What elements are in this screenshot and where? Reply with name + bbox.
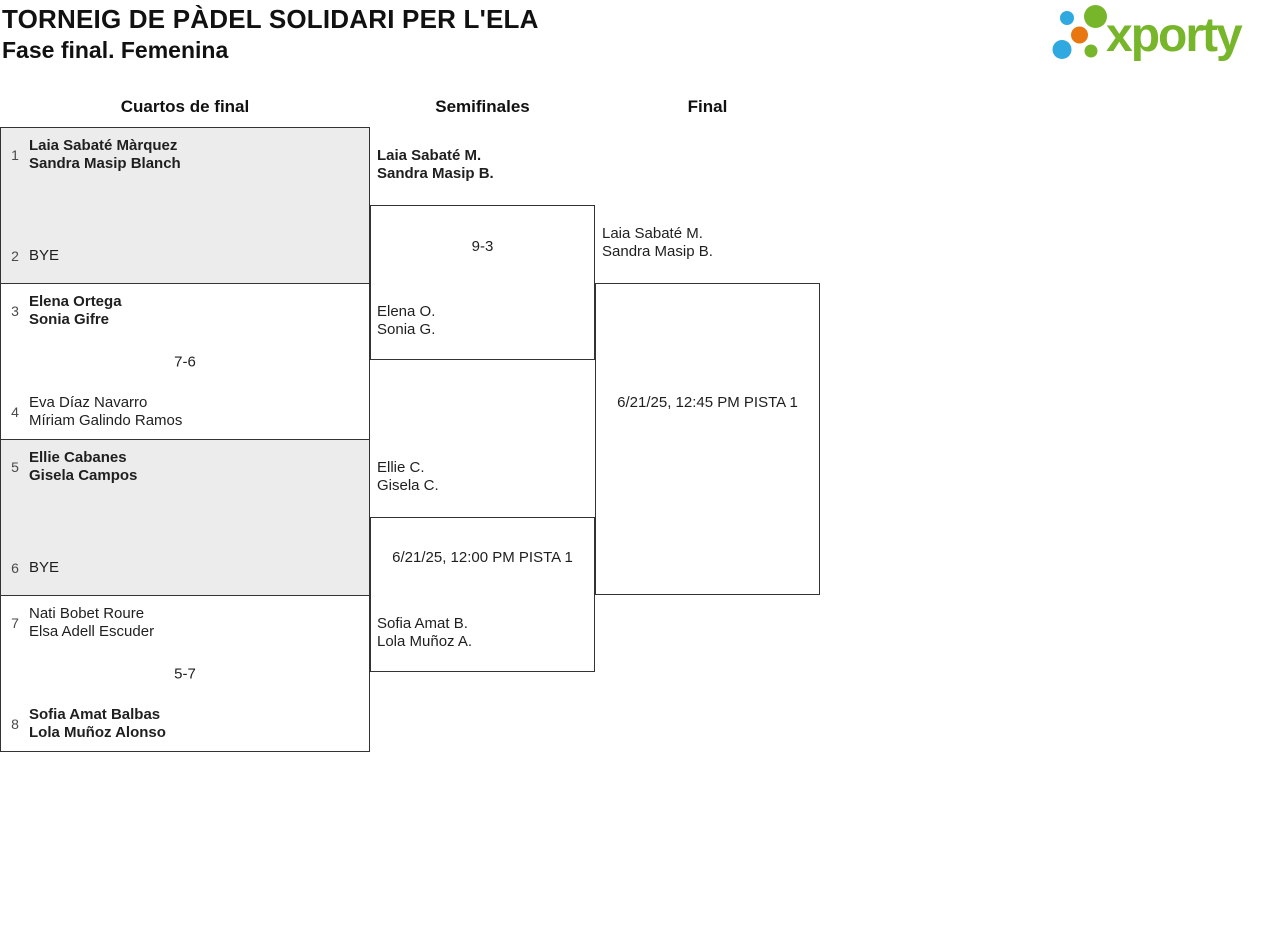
logo-dot-blue-large: [1052, 40, 1072, 59]
bracket-entry-seed-5: 5 Ellie Cabanes Gisela Campos: [5, 449, 137, 485]
player-name: Ellie C.: [377, 459, 425, 476]
xporty-wordmark: xporty: [1106, 9, 1243, 62]
bracket-entry-seed-8: 8 Sofia Amat Balbas Lola Muñoz Alonso: [5, 706, 166, 742]
semifinal2-top-pair: Ellie C. Gisela C.: [377, 459, 439, 495]
quarterfinal-match-3: 5 Ellie Cabanes Gisela Campos 6 BYE: [0, 439, 370, 595]
player-name: Sonia Gifre: [29, 311, 110, 328]
player-name: BYE: [29, 247, 60, 264]
logo-dot-orange: [1071, 26, 1088, 44]
match-score: 9-3: [471, 238, 494, 255]
player-name: Laia Sabaté M.: [602, 225, 703, 242]
match-score: 7-6: [174, 353, 196, 370]
column-header-final: Final: [687, 97, 728, 116]
seed-number: 8: [11, 716, 19, 732]
seed-number: 2: [11, 248, 19, 264]
bracket-entry-seed-7: 7 Nati Bobet Roure Elsa Adell Escuder: [5, 605, 154, 641]
logo-dot-green-large: [1084, 5, 1107, 28]
bracket-entry-seed-1: 1 Laia Sabaté Màrquez Sandra Masip Blanc…: [5, 137, 181, 173]
seed-number: 1: [11, 147, 19, 163]
player-name: BYE: [29, 559, 60, 576]
bracket-entry-seed-2: 2 BYE: [5, 238, 59, 274]
player-name: Gisela C.: [377, 477, 439, 494]
player-name: Elena Ortega: [29, 293, 122, 310]
seed-number: 5: [11, 459, 19, 475]
player-name: Sandra Masip Blanch: [29, 155, 181, 172]
seed-number: 4: [11, 404, 19, 420]
player-name: Sonia G.: [377, 321, 436, 338]
player-name: Lola Muñoz A.: [377, 633, 473, 650]
player-name: Nati Bobet Roure: [29, 605, 145, 622]
quarterfinal-match-2: 3 Elena Ortega Sonia Gifre 7-6 4 Eva Día…: [0, 283, 370, 439]
player-name: Elsa Adell Escuder: [29, 623, 155, 640]
player-name: Ellie Cabanes: [29, 449, 127, 466]
semifinal1-top-pair: Laia Sabaté M. Sandra Masip B.: [377, 147, 494, 183]
seed-number: 3: [11, 303, 19, 319]
final-top-pair: Laia Sabaté M. Sandra Masip B.: [602, 225, 713, 261]
quarterfinal-match-4: 7 Nati Bobet Roure Elsa Adell Escuder 5-…: [0, 595, 370, 752]
page-title: TORNEIG DE PÀDEL SOLIDARI PER L'ELA: [2, 4, 539, 34]
xporty-logo[interactable]: xporty: [1048, 2, 1280, 76]
column-header-cuartos: Cuartos de final: [120, 97, 250, 116]
player-name: Eva Díaz Navarro: [29, 394, 148, 411]
player-name: Laia Sabaté Màrquez: [29, 137, 178, 154]
semifinal1-bottom-pair: Elena O. Sonia G.: [377, 303, 435, 339]
quarterfinal-match-1: 1 Laia Sabaté Màrquez Sandra Masip Blanc…: [0, 127, 370, 283]
page-subtitle: Fase final. Femenina: [2, 37, 229, 63]
xporty-logo-graphic: xporty: [1052, 5, 1245, 62]
semifinal-match-1: [370, 205, 595, 360]
semifinal2-bottom-pair: Sofia Amat B. Lola Muñoz A.: [377, 615, 472, 651]
match-schedule: 6/21/25, 12:00 PM PISTA 1: [392, 549, 573, 566]
player-name: Gisela Campos: [29, 467, 138, 484]
player-name: Lola Muñoz Alonso: [29, 724, 166, 741]
player-name: Elena O.: [377, 303, 436, 320]
seed-number: 7: [11, 615, 19, 631]
seed-number: 6: [11, 560, 19, 576]
bracket-entry-seed-6: 6 BYE: [5, 550, 59, 586]
player-name: Sandra Masip B.: [377, 165, 494, 182]
column-header-semifinales: Semifinales: [435, 97, 530, 116]
match-score: 5-7: [174, 665, 196, 682]
player-name: Míriam Galindo Ramos: [29, 412, 183, 429]
bracket-entry-seed-3: 3 Elena Ortega Sonia Gifre: [5, 293, 122, 329]
player-name: Laia Sabaté M.: [377, 147, 482, 164]
player-name: Sofia Amat B.: [377, 615, 468, 632]
semifinal-match-2: [370, 517, 595, 672]
logo-dot-green-small: [1084, 44, 1098, 58]
final-match: [595, 283, 820, 595]
match-schedule: 6/21/25, 12:45 PM PISTA 1: [617, 394, 798, 411]
bracket-entry-seed-4: 4 Eva Díaz Navarro Míriam Galindo Ramos: [5, 394, 182, 430]
player-name: Sandra Masip B.: [602, 243, 713, 260]
player-name: Sofia Amat Balbas: [29, 706, 161, 723]
logo-dot-blue-small: [1060, 11, 1074, 25]
